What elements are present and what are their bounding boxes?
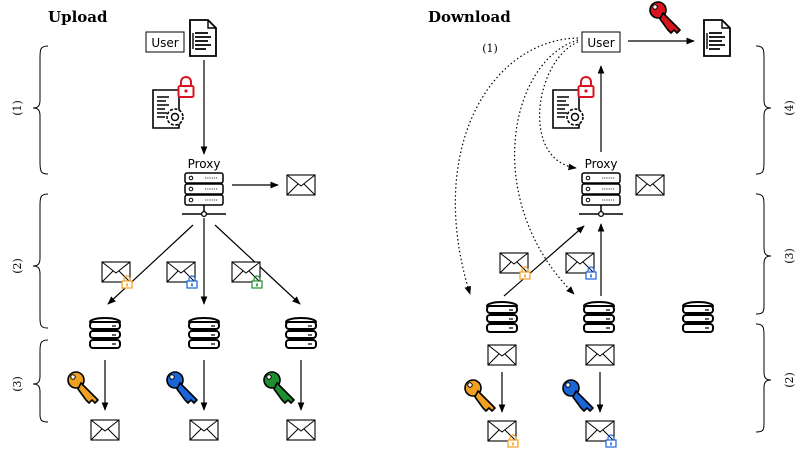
database-icon [89, 317, 121, 349]
download-step-label: (1) [482, 42, 498, 55]
key-orange-icon [464, 379, 496, 412]
key-green-icon [263, 371, 295, 404]
upload-user-box [145, 31, 185, 53]
download-panel: Download User (1) Proxy (4) (3) [428, 1, 795, 448]
envelope-icon [286, 174, 316, 196]
key-red-icon [649, 1, 681, 34]
download-user-label: User [587, 36, 614, 50]
download-brace-label-3: (3) [783, 248, 795, 264]
envelope-icon [487, 420, 517, 442]
encrypted-document-icon [552, 76, 595, 129]
key-blue-icon [166, 371, 198, 404]
download-proxy-server-icon [578, 172, 624, 218]
download-brace-label-2: (2) [783, 372, 795, 388]
envelope-icon [101, 261, 131, 283]
upload-brace-label-3: (3) [11, 376, 24, 392]
document-icon [703, 19, 731, 57]
envelope-icon [635, 174, 665, 196]
envelope-icon [585, 344, 615, 366]
download-user-box [581, 31, 621, 53]
upload-proxy-label: Proxy [188, 157, 221, 171]
envelope-icon [585, 420, 615, 442]
database-icon [583, 301, 615, 333]
upload-brace-1: (1) [11, 45, 49, 175]
key-blue-icon [562, 379, 594, 412]
upload-panel: Upload (1) (2) (3) User Proxy [11, 8, 317, 441]
encrypted-document-icon [152, 76, 195, 129]
envelope-icon [90, 419, 120, 441]
envelope-icon [231, 261, 261, 283]
envelope-icon [499, 252, 529, 274]
envelope-icon [565, 252, 595, 274]
envelope-icon [189, 419, 219, 441]
upload-title: Upload [48, 8, 108, 26]
database-icon [682, 301, 714, 333]
upload-user-label: User [151, 36, 178, 50]
download-proxy-label: Proxy [585, 157, 618, 171]
upload-proxy-server-icon [181, 172, 227, 218]
download-brace-2: (2) [755, 323, 795, 433]
envelope-icon [166, 261, 196, 283]
database-icon [285, 317, 317, 349]
database-icon [486, 301, 518, 333]
download-brace-3: (3) [755, 193, 795, 315]
document-icon [189, 19, 217, 57]
key-orange-icon [67, 371, 99, 404]
upload-brace-label-1: (1) [11, 100, 24, 116]
database-icon [188, 317, 220, 349]
envelope-icon [487, 344, 517, 366]
download-title: Download [428, 8, 511, 26]
envelope-icon [286, 419, 316, 441]
download-brace-label-4: (4) [783, 100, 795, 116]
upload-brace-3: (3) [11, 339, 49, 423]
upload-brace-label-2: (2) [11, 258, 24, 274]
download-brace-4: (4) [755, 45, 795, 175]
upload-brace-2: (2) [11, 193, 49, 329]
